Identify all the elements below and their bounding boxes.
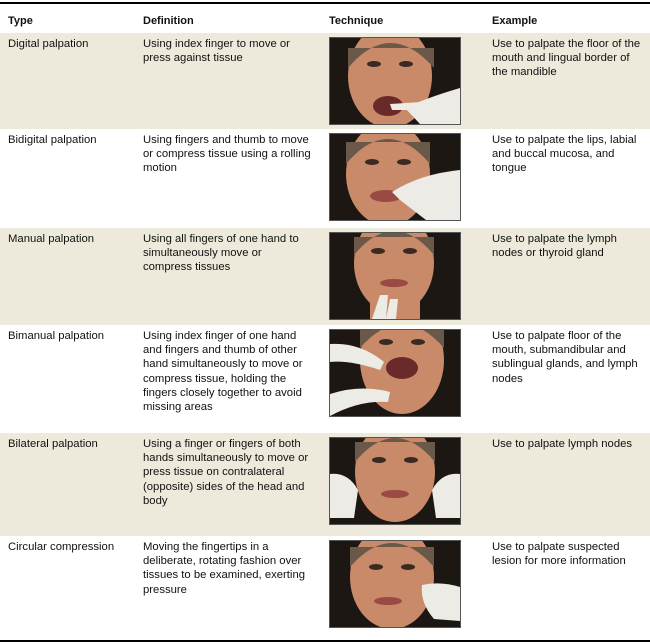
photo-circular-compression-icon [329,540,461,628]
table-top-rule [0,2,650,4]
row-definition: Using fingers and thumb to move or compr… [143,134,311,175]
table-row: Bidigital palpation Using fingers and th… [0,129,650,228]
table-row: Bimanual palpation Using index finger of… [0,325,650,433]
table-row: Circular compression Moving the fingerti… [0,536,650,640]
photo-manual-palpation-icon [329,232,461,320]
table-row: Bilateral palpation Using a finger or fi… [0,433,650,536]
row-definition: Using all fingers of one hand to simulta… [143,233,299,274]
row-example: Use to palpate the lips, labial and bucc… [492,134,637,175]
table-row: Manual palpation Using all fingers of on… [0,228,650,325]
table-row: Digital palpation Using index finger to … [0,33,650,129]
row-example: Use to palpate the floor of the mouth an… [492,38,641,79]
photo-bilateral-palpation-icon [329,437,461,525]
row-type: Bidigital palpation [8,134,97,146]
row-example: Use to palpate lymph nodes [492,438,633,450]
table-header: Type Definition Technique Example [0,6,650,32]
header-example: Example [492,15,538,27]
row-example: Use to palpate floor of the mouth, subma… [492,330,638,385]
photo-digital-palpation-icon [329,37,461,125]
row-definition: Moving the fingertips in a deliberate, r… [143,541,306,596]
row-definition: Using index finger to move or press agai… [143,38,290,65]
photo-bidigital-palpation-icon [329,133,461,221]
header-type: Type [8,15,33,27]
row-definition: Using a finger or fingers of both hands … [143,438,309,507]
row-example: Use to palpate suspected lesion for more… [492,541,626,568]
photo-bimanual-palpation-icon [329,329,461,417]
row-type: Circular compression [8,541,115,553]
table-bottom-rule [0,640,650,642]
row-type: Digital palpation [8,38,89,50]
row-type: Bimanual palpation [8,330,105,342]
row-type: Manual palpation [8,233,95,245]
header-technique: Technique [329,15,384,27]
row-example: Use to palpate the lymph nodes or thyroi… [492,233,617,260]
header-definition: Definition [143,15,194,27]
row-definition: Using index finger of one hand and finge… [143,330,303,414]
row-type: Bilateral palpation [8,438,98,450]
